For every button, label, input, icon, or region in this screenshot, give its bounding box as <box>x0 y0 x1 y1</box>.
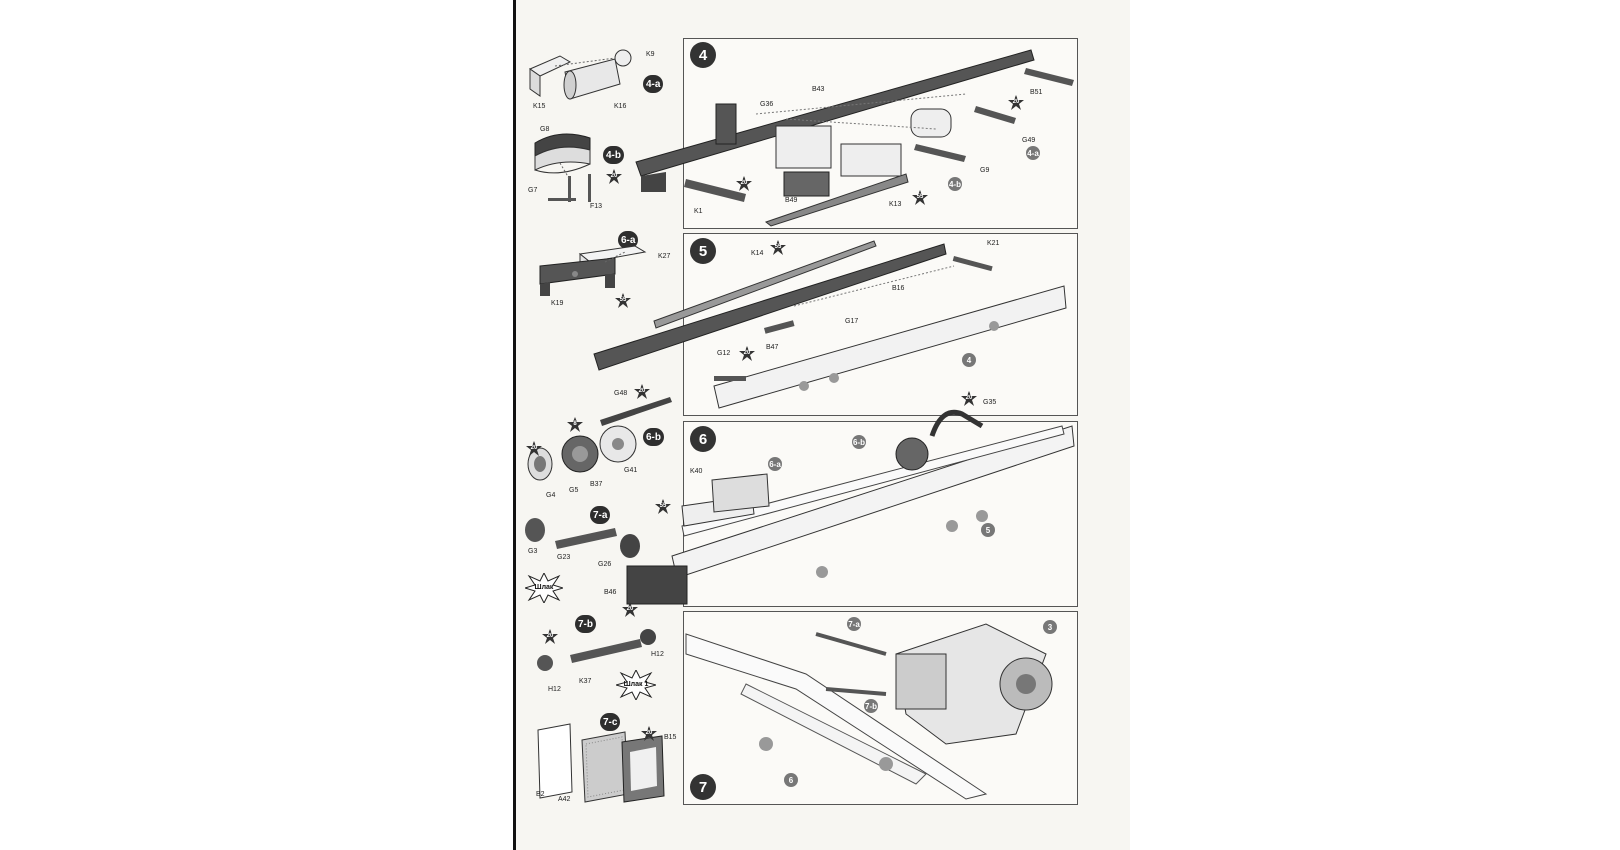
part-label: H12 <box>548 686 561 693</box>
paint-code-star: 55 <box>615 293 631 308</box>
paint-code-star: 20 <box>1008 95 1024 110</box>
part-label: B47 <box>766 344 779 351</box>
driveshaft-7b-drawing <box>537 629 656 671</box>
part-label: F13 <box>590 203 603 210</box>
part-label: G23 <box>557 554 571 561</box>
part-label: B51 <box>1030 89 1043 96</box>
paint-code-star: 20 <box>606 169 622 184</box>
part-label: G35 <box>983 399 997 406</box>
ref-5: 5 <box>981 523 995 537</box>
part-label: G8 <box>540 126 550 133</box>
part-label: K9 <box>646 51 655 58</box>
paint-code-star: 20 <box>739 346 755 361</box>
part-label: G17 <box>845 318 859 325</box>
sub-step-6b-badge: 6-b <box>643 428 664 446</box>
part-label: G7 <box>528 187 538 194</box>
sub-step-7c-badge: 7-c <box>600 713 621 731</box>
part-label: B46 <box>604 589 617 596</box>
paint-code-star: 8 <box>567 417 583 432</box>
step-5-frame-drawing <box>593 240 1067 409</box>
part-label: G4 <box>546 492 556 499</box>
part-label: G48 <box>614 390 628 397</box>
part-label: B15 <box>664 734 677 741</box>
radiator-drawing <box>537 723 665 803</box>
part-label: K21 <box>987 240 1000 247</box>
part-label: B37 <box>590 481 603 488</box>
part-label: K16 <box>614 103 627 110</box>
ref-7a: 7-a <box>847 617 861 631</box>
weathering-burst-label: Шлак <box>525 573 563 603</box>
sub-step-6a-badge: 6-a <box>618 231 639 249</box>
part-label: K14 <box>751 250 764 257</box>
part-label: H12 <box>651 651 664 658</box>
part-label: G36 <box>760 101 774 108</box>
ref-6: 6 <box>784 773 798 787</box>
paint-code-star: 55 <box>770 240 786 255</box>
battery-box-drawing <box>534 133 591 202</box>
paint-code-star: 20 <box>634 384 650 399</box>
radiator-support-drawing <box>539 245 647 296</box>
part-label: G49 <box>1022 137 1036 144</box>
part-label: G3 <box>528 548 538 555</box>
sub-step-7a-badge: 7-a <box>590 506 611 524</box>
paint-code-star: 20 <box>961 391 977 406</box>
step-4-frame-drawing <box>635 49 1074 227</box>
part-label: A42 <box>558 796 571 803</box>
step-7-engine-drawing <box>685 623 1053 800</box>
part-label: B2 <box>536 791 545 798</box>
step-6-number: 6 <box>690 426 716 452</box>
ref-3: 3 <box>1043 620 1057 634</box>
part-label: G9 <box>980 167 990 174</box>
ref-4a: 4-a <box>1026 146 1040 160</box>
paint-code-star: 20 <box>622 602 638 617</box>
ref-4b: 4-b <box>948 177 962 191</box>
paint-code-star: 20 <box>641 726 657 741</box>
paint-code-star: 55 <box>912 190 928 205</box>
paint-code-star: 20 <box>736 176 752 191</box>
part-label: K15 <box>533 103 546 110</box>
paint-code-star: 55 <box>655 499 671 514</box>
ref-6a: 6-a <box>768 457 782 471</box>
sub-step-7b-badge: 7-b <box>575 615 596 633</box>
ref-7b: 7-b <box>864 699 878 713</box>
weathering-burst-label: Шлак 1 <box>616 670 656 700</box>
step-5-number: 5 <box>690 238 716 264</box>
part-label: K1 <box>694 208 703 215</box>
part-label: K40 <box>690 468 703 475</box>
ref-6b: 6-b <box>852 435 866 449</box>
part-label: K13 <box>889 201 902 208</box>
part-label: G12 <box>717 350 731 357</box>
sub-step-4a-badge: 4-a <box>643 75 664 93</box>
ref-4: 4 <box>962 353 976 367</box>
part-label: G26 <box>598 561 612 568</box>
part-label: K37 <box>579 678 592 685</box>
part-label: B49 <box>785 197 798 204</box>
part-label: G5 <box>569 487 579 494</box>
part-label: G41 <box>624 467 638 474</box>
paint-code-star: 20 <box>542 629 558 644</box>
step-6-frame-drawing <box>626 409 1075 605</box>
driveshaft-7a-drawing <box>525 518 640 558</box>
part-label: B43 <box>812 86 825 93</box>
paint-code-star: 20 <box>526 441 542 456</box>
part-label: K19 <box>551 300 564 307</box>
step-4-number: 4 <box>690 42 716 68</box>
step-7-number: 7 <box>690 774 716 800</box>
part-label: B16 <box>892 285 905 292</box>
page-edge <box>513 0 516 850</box>
sub-step-4b-badge: 4-b <box>603 146 624 164</box>
part-label: K27 <box>658 253 671 260</box>
wheel-hub-drawing <box>527 397 672 481</box>
fuel-tank-drawing <box>528 49 632 100</box>
